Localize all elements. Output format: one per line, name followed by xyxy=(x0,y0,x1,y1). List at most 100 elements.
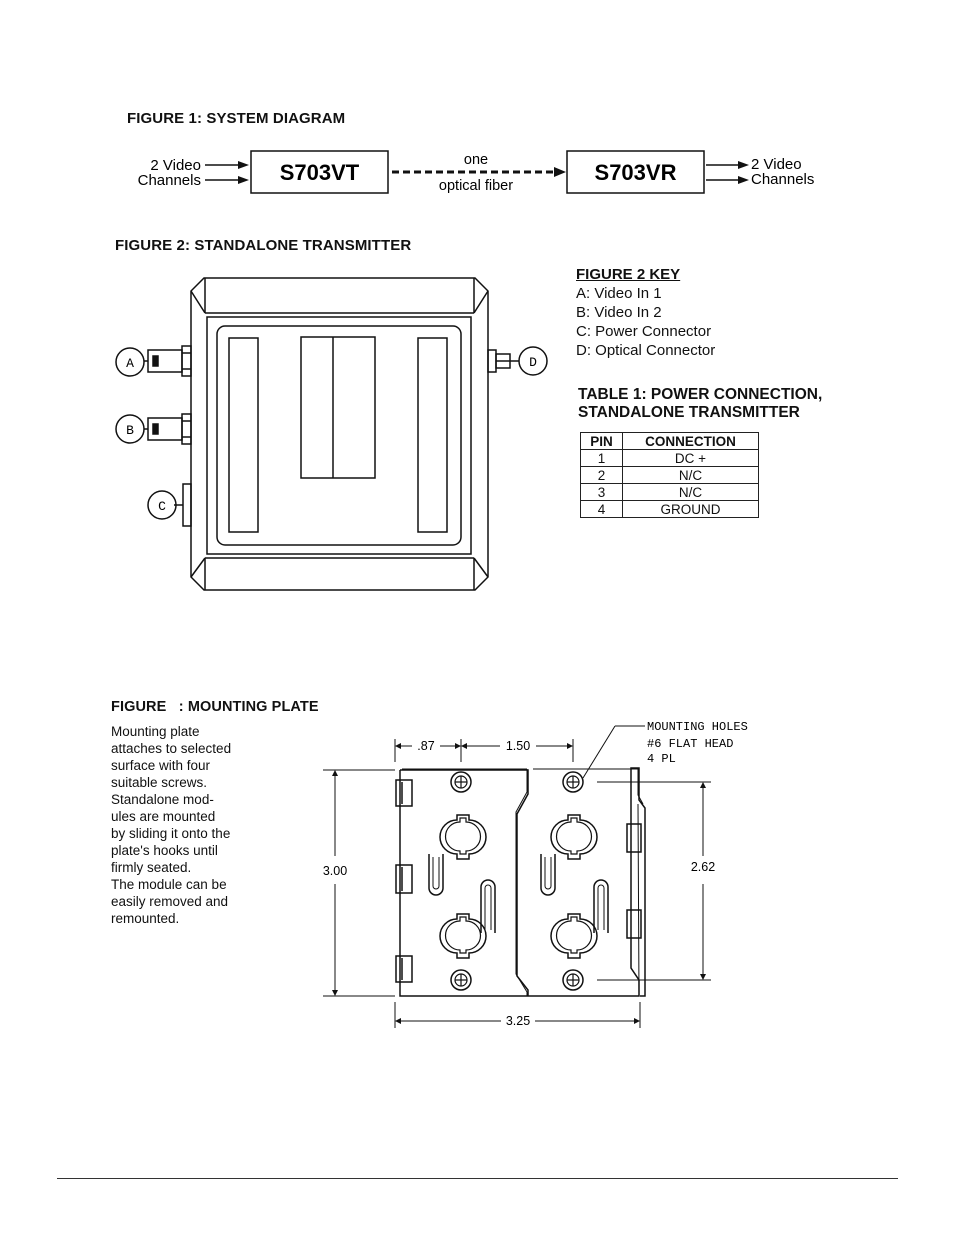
plate-rails xyxy=(402,768,644,997)
dim-hole-spacing: 1.50 xyxy=(506,739,530,753)
plate-outline xyxy=(399,767,646,997)
right-tab xyxy=(626,909,642,939)
power-connection-table: PIN CONNECTION 1 DC + 2 N/C 3 N/C 4 GROU… xyxy=(580,432,759,518)
right-tab xyxy=(626,823,642,853)
center-label-area xyxy=(300,336,376,479)
input-arrows xyxy=(205,161,249,184)
output-arrows xyxy=(706,161,749,184)
mounting-hole xyxy=(562,969,584,991)
table-header-connection: CONNECTION xyxy=(622,432,759,450)
table-header-row: PIN CONNECTION xyxy=(580,432,759,450)
table-cell-pin: 4 xyxy=(580,500,623,518)
key-item-c: C: Power Connector xyxy=(576,323,712,340)
figure2-key-title: FIGURE 2 KEY xyxy=(576,266,681,283)
left-tab xyxy=(395,779,413,807)
callout-mounting-holes-line1: MOUNTING HOLES xyxy=(647,720,748,734)
receiver-box xyxy=(566,150,705,194)
inner-panel xyxy=(216,325,462,546)
callout-b-label: B xyxy=(126,423,134,438)
left-tab xyxy=(395,864,413,894)
callout-a-circle xyxy=(115,347,145,377)
table1-title-line2: STANDALONE TRANSMITTER xyxy=(578,404,800,421)
video-in-2-connector xyxy=(147,413,192,445)
slot xyxy=(540,854,556,896)
description-line: by sliding it onto the xyxy=(111,826,231,841)
callout-mounting-holes-line2: #6 FLAT HEAD xyxy=(647,737,733,751)
figure3-title: FIGURE : MOUNTING PLATE xyxy=(111,699,319,715)
table-cell-connection: N/C xyxy=(622,466,759,484)
video-in-1-connector xyxy=(147,345,192,377)
keyhole-slot xyxy=(439,913,487,959)
transmitter-outer-body xyxy=(190,277,489,591)
key-item-a: A: Video In 1 xyxy=(576,285,662,302)
key-item-d: D: Optical Connector xyxy=(576,342,716,359)
output-label-line1: 2 Video xyxy=(751,156,802,173)
left-slot xyxy=(228,337,259,533)
mounting-hole xyxy=(450,969,472,991)
output-label-line2: Channels xyxy=(751,171,814,188)
description-line: attaches to selected xyxy=(111,741,232,756)
keyhole-slot xyxy=(550,814,598,860)
transmitter-box xyxy=(250,150,389,194)
description-line: Standalone mod- xyxy=(111,792,214,807)
slot xyxy=(428,854,444,896)
receiver-label: S703VR xyxy=(595,160,677,185)
table-cell-pin: 2 xyxy=(580,466,623,484)
slot xyxy=(593,879,609,933)
link-label-bottom: optical fiber xyxy=(439,178,513,194)
dim-height: 3.00 xyxy=(323,864,347,878)
dim-hole-vertical: 2.62 xyxy=(691,860,715,874)
mounting-hole xyxy=(450,771,472,793)
dimension-arrowheads xyxy=(332,743,706,1024)
table-cell-connection: DC + xyxy=(622,449,759,467)
mounting-plate-description: Mounting plate attaches to selected surf… xyxy=(111,723,231,927)
figure2-title: FIGURE 2: STANDALONE TRANSMITTER xyxy=(115,237,412,254)
table-cell-connection: GROUND xyxy=(622,500,759,518)
transmitter-drawing: A B C D xyxy=(115,277,548,591)
left-tab xyxy=(395,955,413,983)
figure1-title: FIGURE 1: SYSTEM DIAGRAM xyxy=(127,110,346,127)
callout-b-circle xyxy=(115,414,145,444)
slot xyxy=(480,879,496,933)
description-line: surface with four xyxy=(111,758,211,773)
callout-c-circle xyxy=(147,490,177,520)
callout-a-label: A xyxy=(126,356,134,371)
description-line: Mounting plate xyxy=(111,724,200,739)
system-diagram: 2 Video Channels S703VT one optical fibe… xyxy=(138,150,814,194)
input-label-line1: 2 Video xyxy=(150,157,201,174)
description-line: remounted. xyxy=(111,911,180,926)
power-connector xyxy=(182,483,192,527)
table-header-pin: PIN xyxy=(580,432,623,450)
callout-d-label: D xyxy=(529,355,537,370)
description-line: suitable screws. xyxy=(111,775,208,790)
inner-frame xyxy=(206,316,472,555)
fiber-link-arrowhead xyxy=(554,167,566,177)
table-cell-pin: 3 xyxy=(580,483,623,501)
callout-mounting-holes-line3: 4 PL xyxy=(647,752,676,766)
table-row: 3 N/C xyxy=(580,483,759,501)
mounting-plate-drawing: .87 1.50 3.00 2.62 3.25 MOUNTING HOLES #… xyxy=(323,720,748,1028)
right-slot xyxy=(417,337,448,533)
table-row: 1 DC + xyxy=(580,449,759,467)
transmitter-label: S703VT xyxy=(280,160,360,185)
keyhole-slot xyxy=(550,913,598,959)
callout-c-label: C xyxy=(158,499,166,514)
description-line: firmly seated. xyxy=(111,860,192,875)
table-cell-pin: 1 xyxy=(580,449,623,467)
table1-title: TABLE 1: POWER CONNECTION, STANDALONE TR… xyxy=(578,386,822,422)
figure2-key-list: A: Video In 1 B: Video In 2 C: Power Con… xyxy=(576,284,715,360)
table-row: 2 N/C xyxy=(580,466,759,484)
table1-title-line1: TABLE 1: POWER CONNECTION, xyxy=(578,386,823,403)
footer-rule xyxy=(57,1178,898,1179)
table-row: 4 GROUND xyxy=(580,500,759,518)
mounting-hole xyxy=(562,771,584,793)
dim-left-offset: .87 xyxy=(417,739,434,753)
keyhole-slot xyxy=(439,814,487,860)
key-item-b: B: Video In 2 xyxy=(576,304,662,321)
callout-d-circle xyxy=(518,346,548,376)
optical-connector xyxy=(487,349,519,373)
description-line: plate's hooks until xyxy=(111,843,218,858)
description-line: ules are mounted xyxy=(111,809,216,824)
link-label-top: one xyxy=(464,152,488,168)
dim-width: 3.25 xyxy=(506,1014,530,1028)
